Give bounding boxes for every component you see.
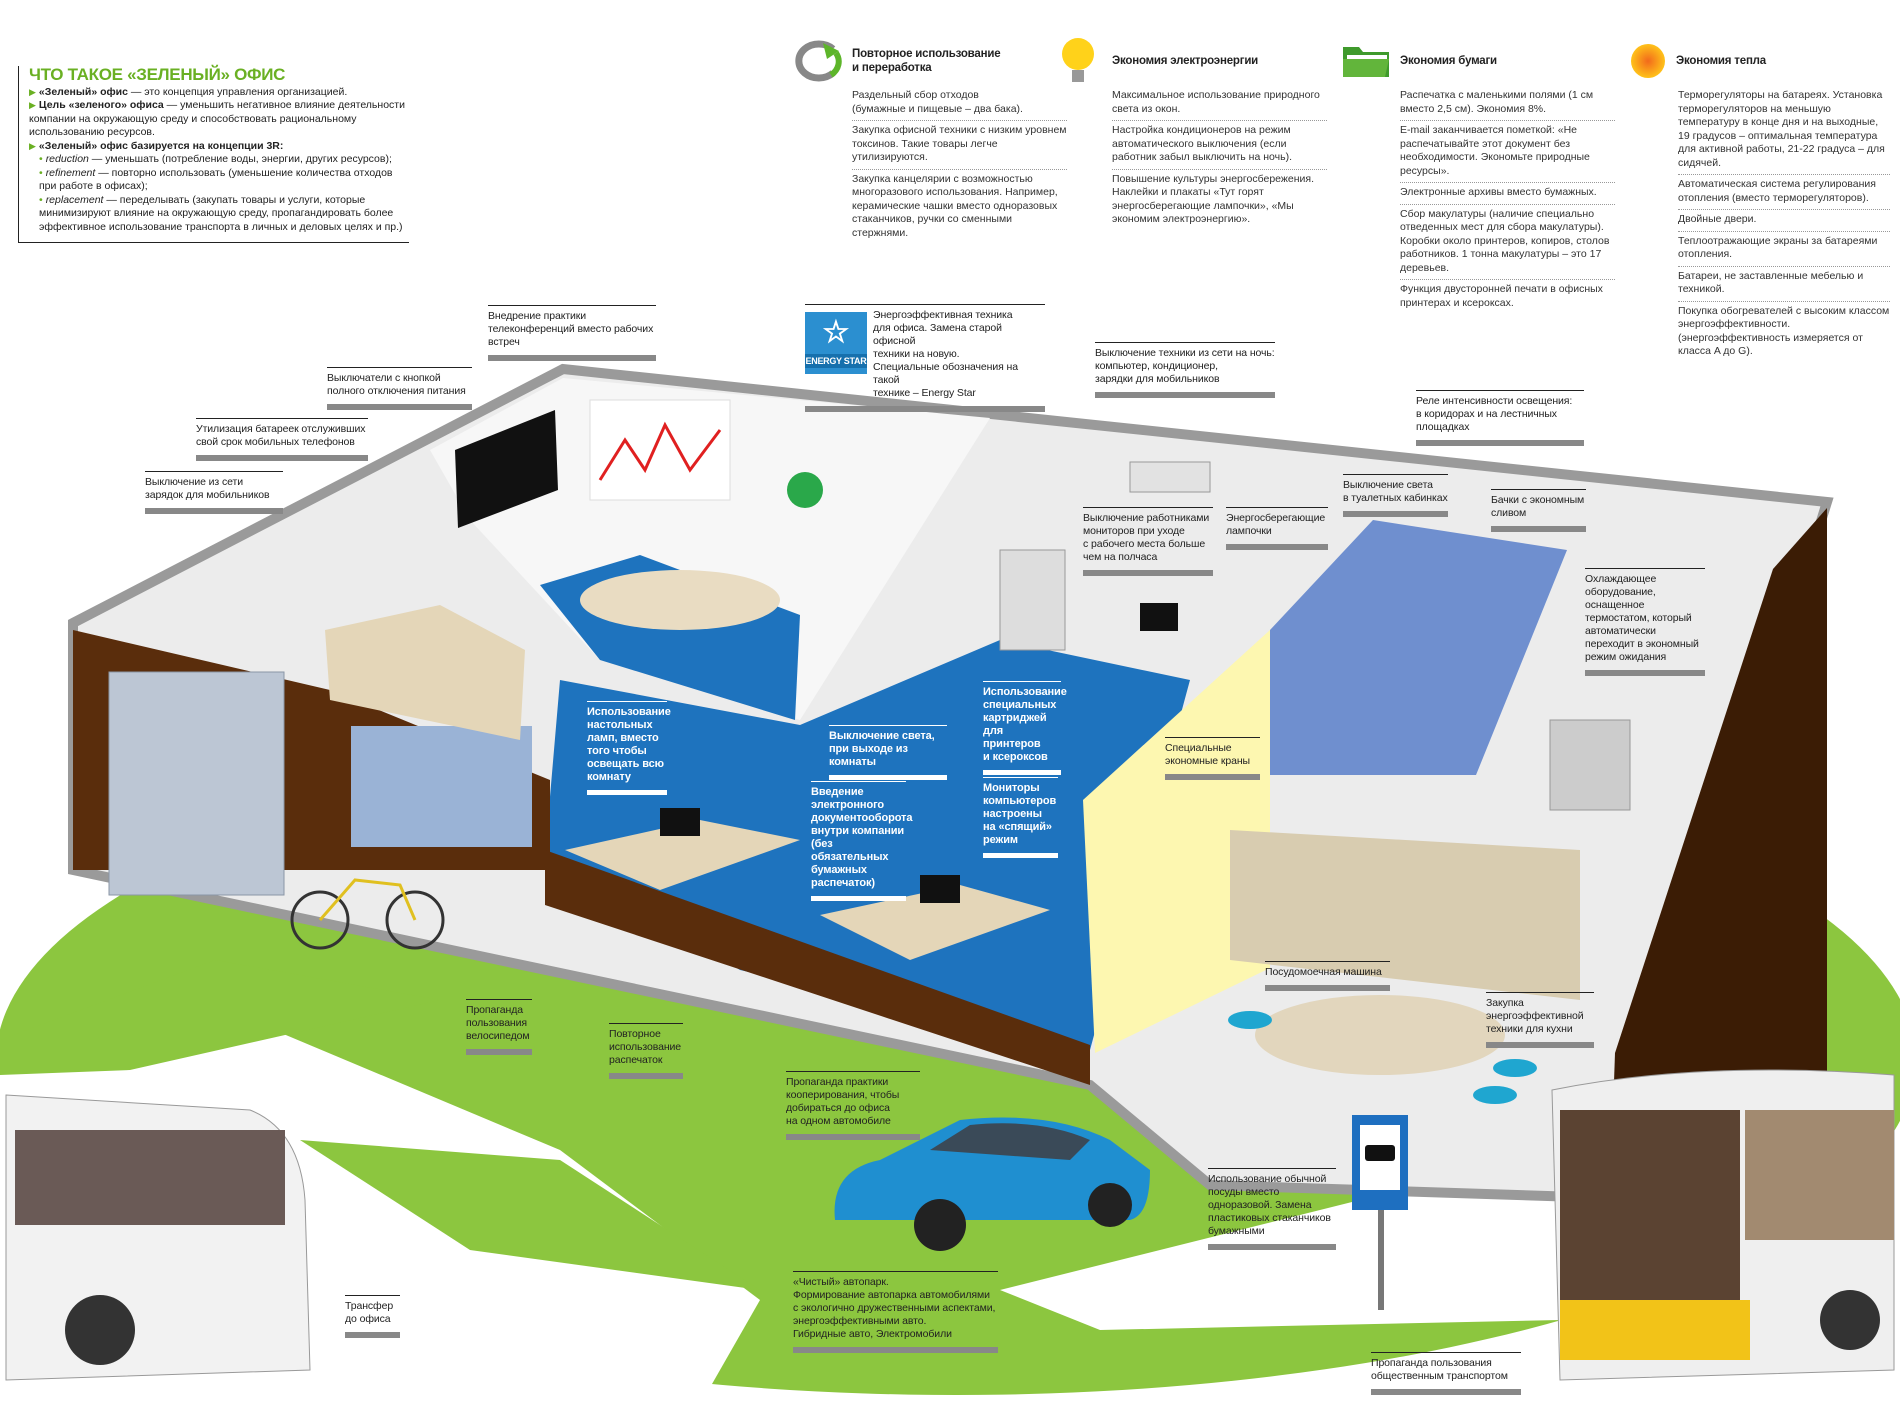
callout-monitors-off: Выключение работниками мониторов при ухо… — [1083, 507, 1213, 576]
kitchen-table — [1255, 995, 1505, 1075]
star-icon: ☆ — [822, 316, 850, 349]
callout-monitor-sleep: Мониторы компьютеров настроены на «спящи… — [983, 777, 1058, 858]
callout-lights-off-leaving: Выключение света, при выходе из комнаты — [829, 725, 947, 780]
intro-title: ЧТО ТАКОЕ «ЗЕЛЕНЫЙ» ОФИС — [29, 65, 286, 84]
callout-power-switches: Выключатели с кнопкой полного отключения… — [327, 367, 472, 410]
dot-bullet-icon: • — [39, 166, 43, 179]
intro-subitem: •reduction — уменьшать (потребление воды… — [39, 153, 392, 165]
callout-battery-recycling: Утилизация батареек отслуживших свой сро… — [196, 418, 368, 461]
pie-chart — [787, 472, 823, 508]
dot-bullet-icon: • — [39, 153, 43, 165]
kitchen-wall — [1083, 630, 1270, 1053]
bus-stop-sign — [1352, 1115, 1408, 1310]
arrow-bullet-icon: ▶ — [29, 86, 36, 97]
callout-e-document-flow: Введение электронного документооборота в… — [811, 781, 912, 901]
callout-dishwasher: Посудомоечная машина — [1265, 961, 1390, 991]
callout-reuse-printouts: Повторное использование распечаток — [609, 1023, 683, 1079]
callout-cartridges: Использование специальных картриджей для… — [983, 681, 1067, 775]
intro-item: ▶Цель «зеленого» офиса — уменьшить негат… — [29, 99, 405, 138]
intro-item: ▶«Зеленый» офис — это концепция управлен… — [29, 85, 348, 98]
intro-block: ЧТО ТАКОЕ «ЗЕЛЕНЫЙ» ОФИС ▶«Зеленый» офис… — [18, 66, 409, 243]
stool — [1493, 1059, 1537, 1077]
right-wall — [1610, 508, 1827, 1198]
callout-carpooling: Пропаганда практики кооперирования, чтоб… — [786, 1071, 920, 1140]
bicycle — [290, 878, 445, 950]
callout-cooling-equipment: Охлаждающее оборудование, оснащенное тер… — [1585, 568, 1705, 676]
monitor — [920, 875, 960, 903]
callout-unplug-at-night: Выключение техники из сети на ночь: комп… — [1095, 342, 1275, 398]
callout-reusable-dishes: Использование обычной посуды вместо одно… — [1208, 1168, 1336, 1250]
sun-heat-icon — [1628, 36, 1668, 86]
callout-unplug-chargers: Выключение из сети зарядок для мобильник… — [145, 471, 283, 514]
callout-light-relay: Реле интенсивности освещения: в коридора… — [1416, 390, 1584, 446]
intro-item: ▶«Зеленый» офис базируется на концепции … — [29, 139, 284, 152]
column-electricity: Экономия электроэнергии Максимальное исп… — [1062, 36, 1327, 231]
chart-board — [589, 399, 731, 501]
cooling-unit — [1549, 719, 1631, 811]
lawn-stripe — [300, 1140, 760, 1290]
meeting-room-wall — [430, 378, 990, 720]
bus-right — [1551, 1069, 1895, 1381]
monitor — [660, 808, 700, 836]
callout-energy-star: Энергоэффективная техника для офиса. Зам… — [805, 304, 1045, 412]
callout-eco-flush: Бачки с экономным сливом — [1491, 489, 1586, 532]
callout-clean-fleet: «Чистый» автопарк. Формирование автопарк… — [793, 1271, 998, 1353]
arrow-bullet-icon: ▶ — [29, 100, 36, 110]
air-conditioner — [1129, 461, 1211, 493]
kitchen-counter — [1230, 830, 1580, 1000]
intro-subitem: •refinement — повторно использовать (уме… — [39, 166, 393, 193]
recycle-arrows-icon — [792, 36, 844, 86]
desk — [565, 820, 800, 890]
folder-icon — [1340, 36, 1392, 86]
light-bulb-icon — [1052, 36, 1104, 86]
callout-desk-lamps: Использование настольных ламп, вместо то… — [587, 701, 671, 795]
chart-line — [598, 421, 722, 481]
column-paper: Экономия бумаги Распечатка с маленькими … — [1343, 36, 1615, 314]
column-heat: Экономия тепла Терморегуляторы на батаре… — [1631, 36, 1890, 363]
intro-subitem: •replacement — переделывать (закупать то… — [39, 193, 403, 233]
callout-office-transfer: Трансфер до офиса — [345, 1295, 400, 1338]
callout-teleconference: Внедрение практики телеконференций вмест… — [488, 305, 656, 361]
monitor — [1140, 603, 1178, 631]
column-recycling: Повторное использование и переработка Ра… — [795, 36, 1067, 244]
lawn-stripe — [0, 960, 440, 1075]
callout-energy-bulbs: Энергосберегающие лампочки — [1226, 507, 1328, 550]
callout-kitchen-appliances: Закупка энергоэффективной техники для ку… — [1486, 992, 1594, 1048]
reception-desk — [325, 605, 525, 740]
callout-eco-taps: Специальные экономные краны — [1165, 737, 1260, 780]
dot-bullet-icon: • — [39, 193, 43, 206]
desk — [820, 885, 1050, 960]
stool — [1473, 1086, 1517, 1104]
bathroom-wall — [1270, 520, 1567, 775]
callout-bicycle: Пропаганда пользования велосипедом — [466, 999, 532, 1055]
front-wall-strip — [545, 850, 1090, 1085]
car — [834, 1117, 1150, 1251]
callout-public-transport: Пропаганда пользования общественным тран… — [1371, 1352, 1521, 1395]
arrow-bullet-icon: ▶ — [29, 140, 36, 151]
stool — [1228, 1011, 1272, 1029]
bus-left — [5, 1094, 311, 1381]
window — [351, 726, 532, 847]
glass-door — [108, 671, 285, 896]
callout-toilet-lights: Выключение света в туалетных кабинках — [1343, 474, 1448, 517]
meeting-table — [580, 570, 780, 630]
energy-star-logo: ☆ENERGY STAR — [805, 312, 867, 374]
tv-screen — [455, 410, 558, 528]
copier — [999, 549, 1066, 651]
